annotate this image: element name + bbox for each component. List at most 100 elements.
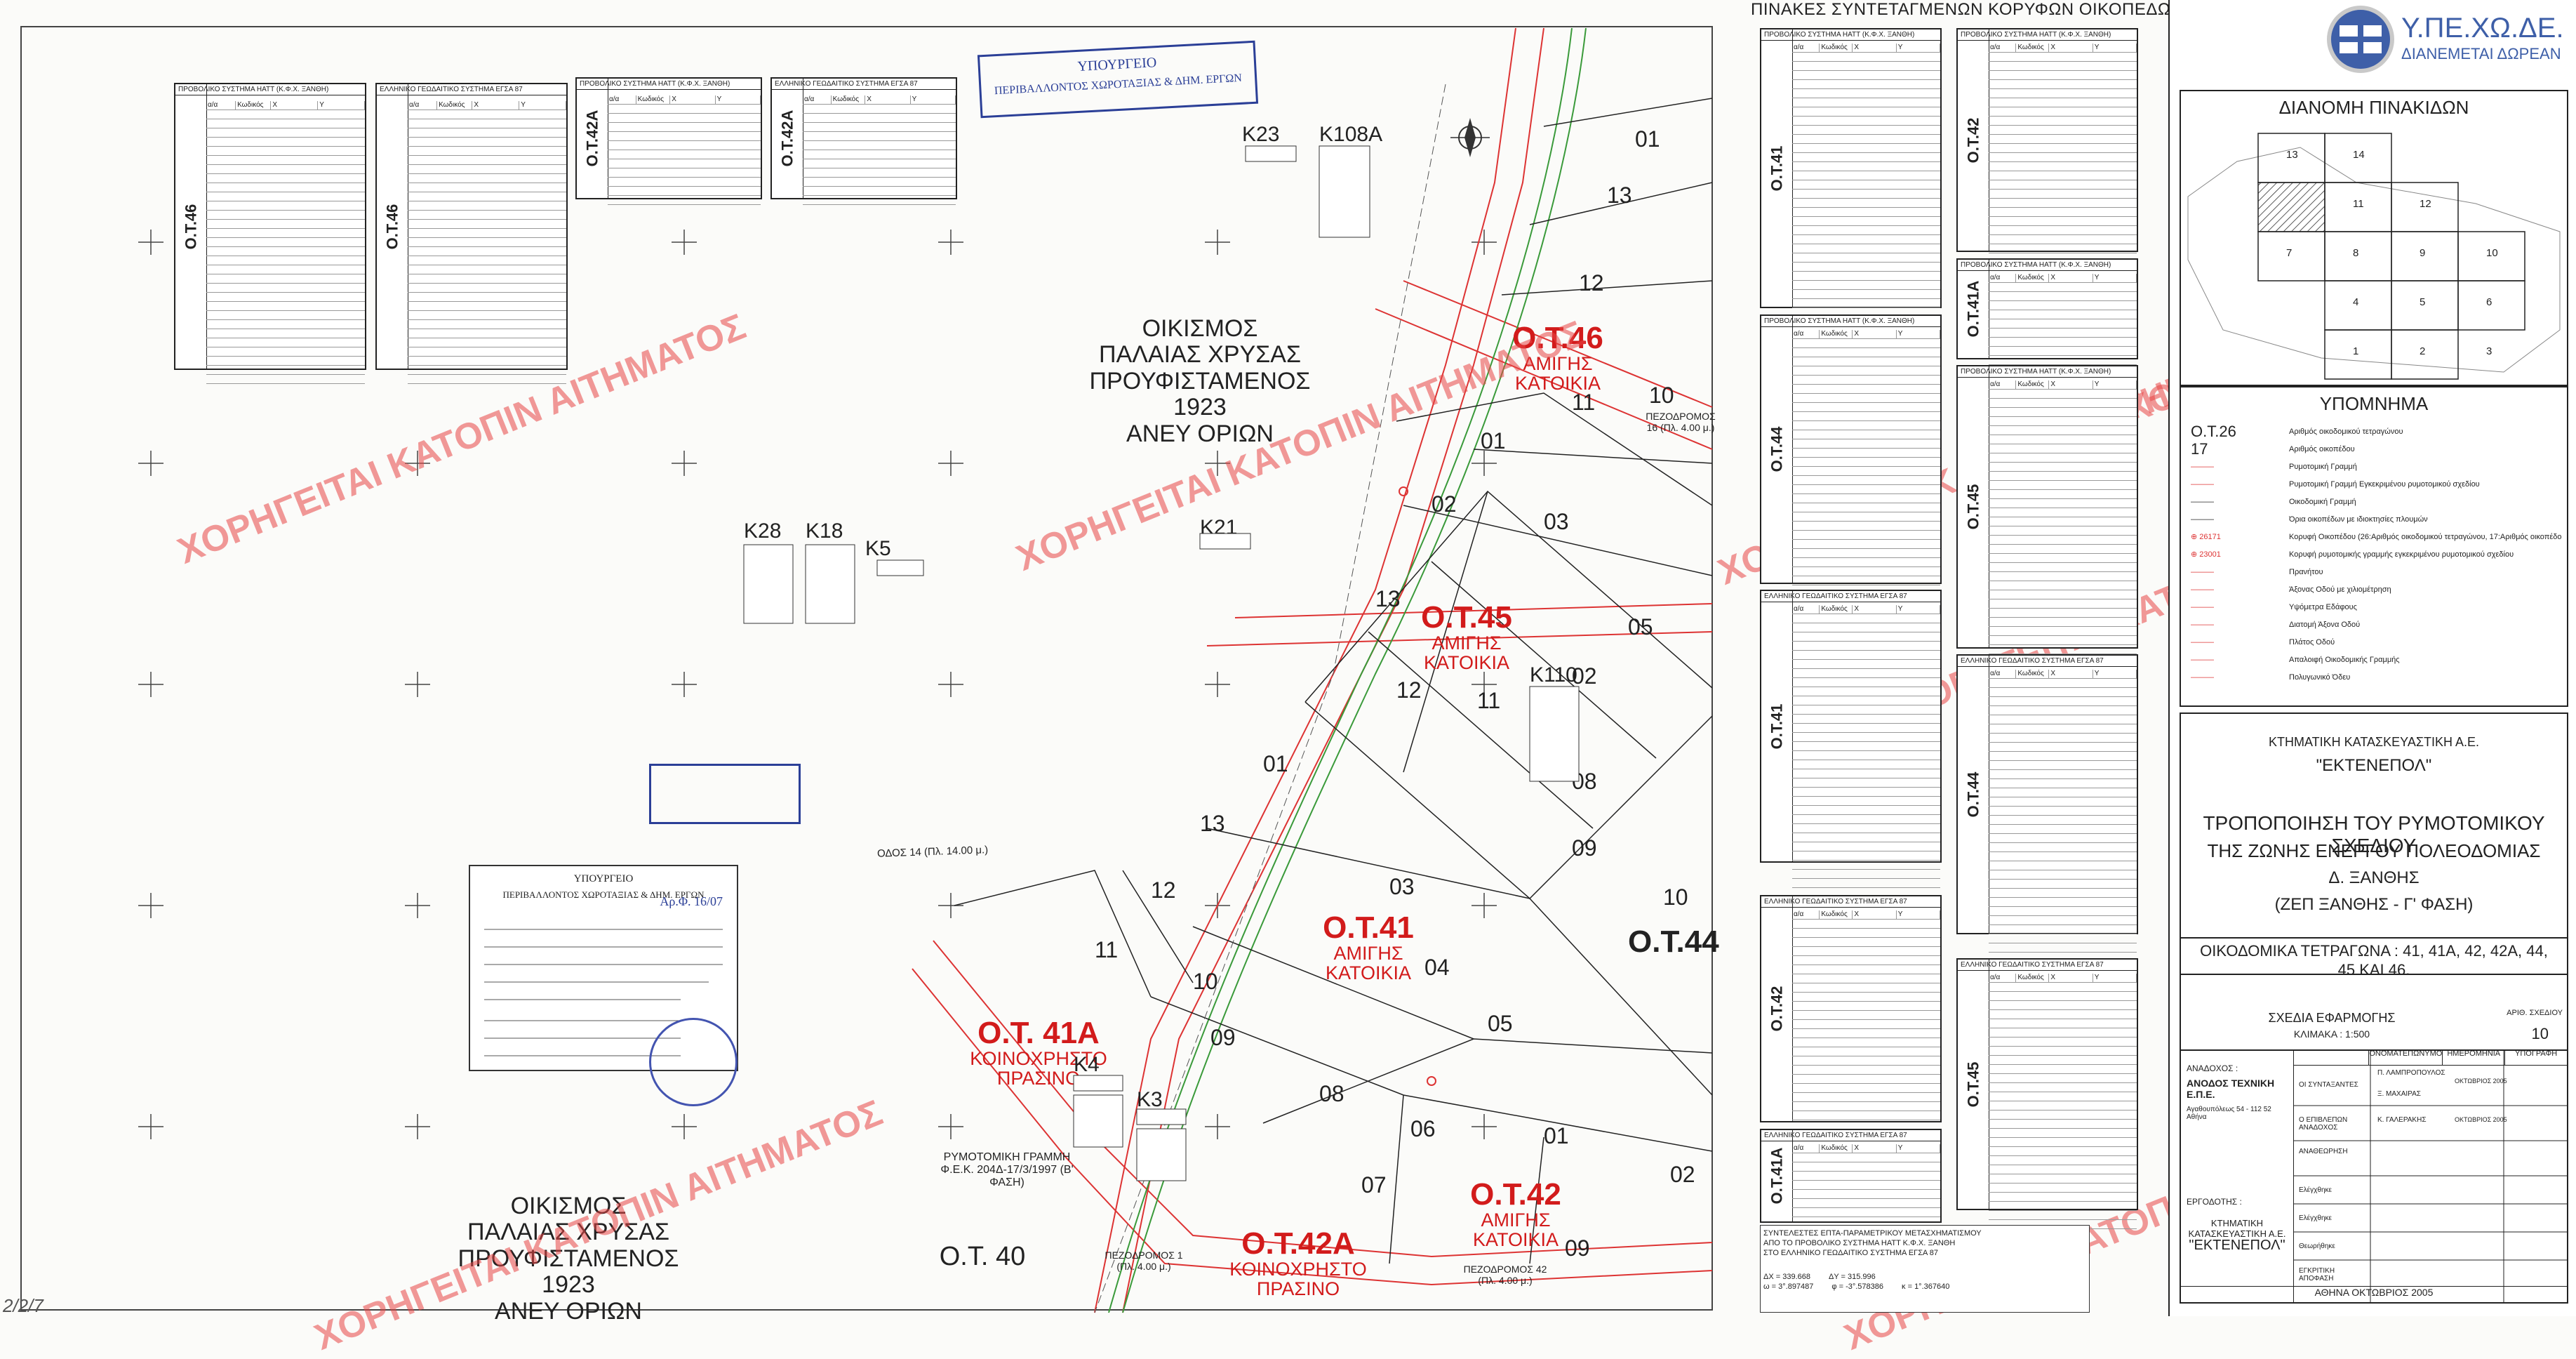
lot-number: 06 — [1410, 1116, 1436, 1141]
kpoint-label: K108A — [1319, 123, 1383, 146]
table-row — [1792, 385, 1940, 394]
table-row — [1989, 319, 2137, 329]
table-row — [1989, 581, 2137, 590]
table-row — [1792, 62, 1940, 71]
col-header-signature: ΥΠΟΓΡΑΦΗ — [2515, 1049, 2558, 1058]
table-row — [803, 168, 956, 178]
table-row — [1792, 244, 1940, 253]
date-small: ΟΚΤΩΒΡΙΟΣ 2005 — [2455, 1078, 2507, 1085]
legend-symbol: ——— — [2191, 567, 2214, 576]
project-line3: Δ. ΞΑΝΘΗΣ — [2328, 868, 2420, 887]
index-cell-label: 7 — [2286, 247, 2293, 259]
table-header-cell: X — [1853, 44, 1897, 52]
table-row — [1792, 299, 1940, 308]
table-header-cell: α/α — [206, 101, 236, 110]
table-row — [206, 311, 365, 320]
north-arrow-icon — [1450, 118, 1490, 157]
map-linework — [20, 26, 1713, 1313]
table-row — [1989, 743, 2137, 752]
date-small: ΟΚΤΩΒΡΙΟΣ 2005 — [2455, 1116, 2507, 1123]
table-row — [1792, 126, 1940, 135]
table-row — [1792, 1199, 1940, 1208]
table-row — [1792, 879, 1940, 888]
road-label-pezodromos1: ΠΕΖΟΔΡΟΜΟΣ 1 (Πλ. 4.00 μ.) — [1105, 1249, 1183, 1272]
table-row — [1792, 929, 1940, 938]
table-row — [408, 247, 566, 256]
lot-number: 04 — [1424, 955, 1450, 980]
table-row — [1792, 974, 1940, 983]
index-cell-label: 12 — [2420, 198, 2431, 210]
table-row — [1989, 761, 2137, 770]
table-row — [408, 256, 566, 265]
table-row — [1792, 696, 1940, 705]
table-row — [1792, 107, 1940, 117]
coord-table-ot41a-hatt: ΠΡΟΒΟΛΙΚΟ ΣΥΣΤΗΜΑ HATT (Κ.Φ.Χ. ΞΑΝΘΗ) Ο.… — [1956, 258, 2138, 374]
table-row — [206, 174, 365, 183]
table-header-cell: Κωδικός — [2016, 44, 2050, 52]
table-row — [1792, 89, 1940, 98]
table-header-cell: Κωδικός — [2016, 670, 2050, 678]
legend-symbol: ——— — [2191, 672, 2214, 682]
ministry-logo-icon — [2325, 4, 2396, 74]
legend-text: Κορυφή ρυμοτομικής γραμμής εγκεκριμένου … — [2289, 550, 2514, 559]
table-row — [1792, 449, 1940, 458]
table-row — [408, 156, 566, 165]
legend-text: Απαλοιφή Οικοδομικής Γραμμής — [2289, 655, 2400, 664]
table-row — [206, 338, 365, 347]
role-label: ΕΓΚΡΙΤΙΚΗ ΑΠΟΦΑΣΗ — [2299, 1267, 2335, 1282]
table-row — [1989, 71, 2137, 80]
project-line4: (ΖΕΠ ΞΑΝΘΗΣ - Γ' ΦΑΣΗ) — [2274, 895, 2474, 914]
legend-item: ———Άξονας Οδού με χιλιομέτρηση — [2191, 581, 2561, 598]
table-row — [206, 192, 365, 201]
table-row — [1989, 1138, 2137, 1147]
role-label: ΑΝΑΘΕΩΡΗΣΗ — [2299, 1148, 2348, 1155]
table-row — [1792, 290, 1940, 299]
table-row — [1792, 965, 1940, 974]
coord-table-ot42-hatt: ΠΡΟΒΟΛΙΚΟ ΣΥΣΤΗΜΑ HATT (Κ.Φ.Χ. ΞΑΝΘΗ) Ο.… — [1956, 28, 2138, 272]
legend-item: ———Πολυγωνικό Όδευ — [2191, 668, 2561, 686]
legend-symbol: ——— — [2191, 462, 2214, 471]
table-row — [408, 192, 566, 201]
table-row — [1989, 816, 2137, 825]
table-row — [1989, 1056, 2137, 1065]
table-row — [1792, 651, 1940, 660]
table-row — [1989, 80, 2137, 89]
table-row — [1792, 512, 1940, 522]
legend-symbol: ——— — [2191, 655, 2214, 664]
project-block: ΚΤΗΜΑΤΙΚΗ ΚΑΤΑΣΚΕΥΑΣΤΙΚΗ Α.Ε. "ΕΚΤΕΝΕΠΟΛ… — [2180, 712, 2568, 979]
table-row — [803, 105, 956, 114]
block-label-ot44: Ο.Τ.44 — [1628, 924, 1719, 959]
table-row — [1792, 458, 1940, 467]
kpoint-label: K28 — [744, 519, 782, 543]
table-row — [1989, 208, 2137, 217]
table-row — [206, 375, 365, 384]
table-row — [1792, 1102, 1940, 1111]
table-row — [1792, 98, 1940, 107]
table-row — [408, 110, 566, 119]
lot-number: 12 — [1579, 270, 1604, 296]
table-row — [1792, 558, 1940, 567]
table-row — [1989, 526, 2137, 536]
round-seal — [649, 1018, 738, 1106]
table-row — [1792, 788, 1940, 797]
col-header-date: ΗΜΕΡΟΜΗΝΙΑ — [2443, 1049, 2506, 1065]
table-row — [1792, 531, 1940, 540]
sheet-index-box: ΔΙΑΝΟΜΗ ΠΙΝΑΚΙΔΩΝ 13 14 11 12 7 8 9 10 — [2180, 90, 2568, 387]
table-header-cell: X — [472, 101, 520, 110]
table-row — [1989, 992, 2137, 1001]
table-header-cell: Y — [1897, 330, 1941, 338]
table-row — [1792, 476, 1940, 485]
footer-date: ΑΘΗΝΑ ΟΚΤΩΒΡΙΟΣ 2005 — [2181, 1286, 2567, 1302]
table-row — [1792, 797, 1940, 806]
table-row — [608, 187, 761, 196]
table-row — [1989, 347, 2137, 356]
coord-table-ot41a-egsa: ΕΛΛΗΝΙΚΟ ΓΕΩΔΑΙΤΙΚΟ ΣΥΣΤΗΜΑ ΕΓΣΑ 87 Ο.Τ.… — [1760, 1129, 1942, 1235]
table-row — [1989, 356, 2137, 365]
lot-number: 03 — [1389, 874, 1415, 899]
lot-number: 11 — [1095, 937, 1119, 962]
